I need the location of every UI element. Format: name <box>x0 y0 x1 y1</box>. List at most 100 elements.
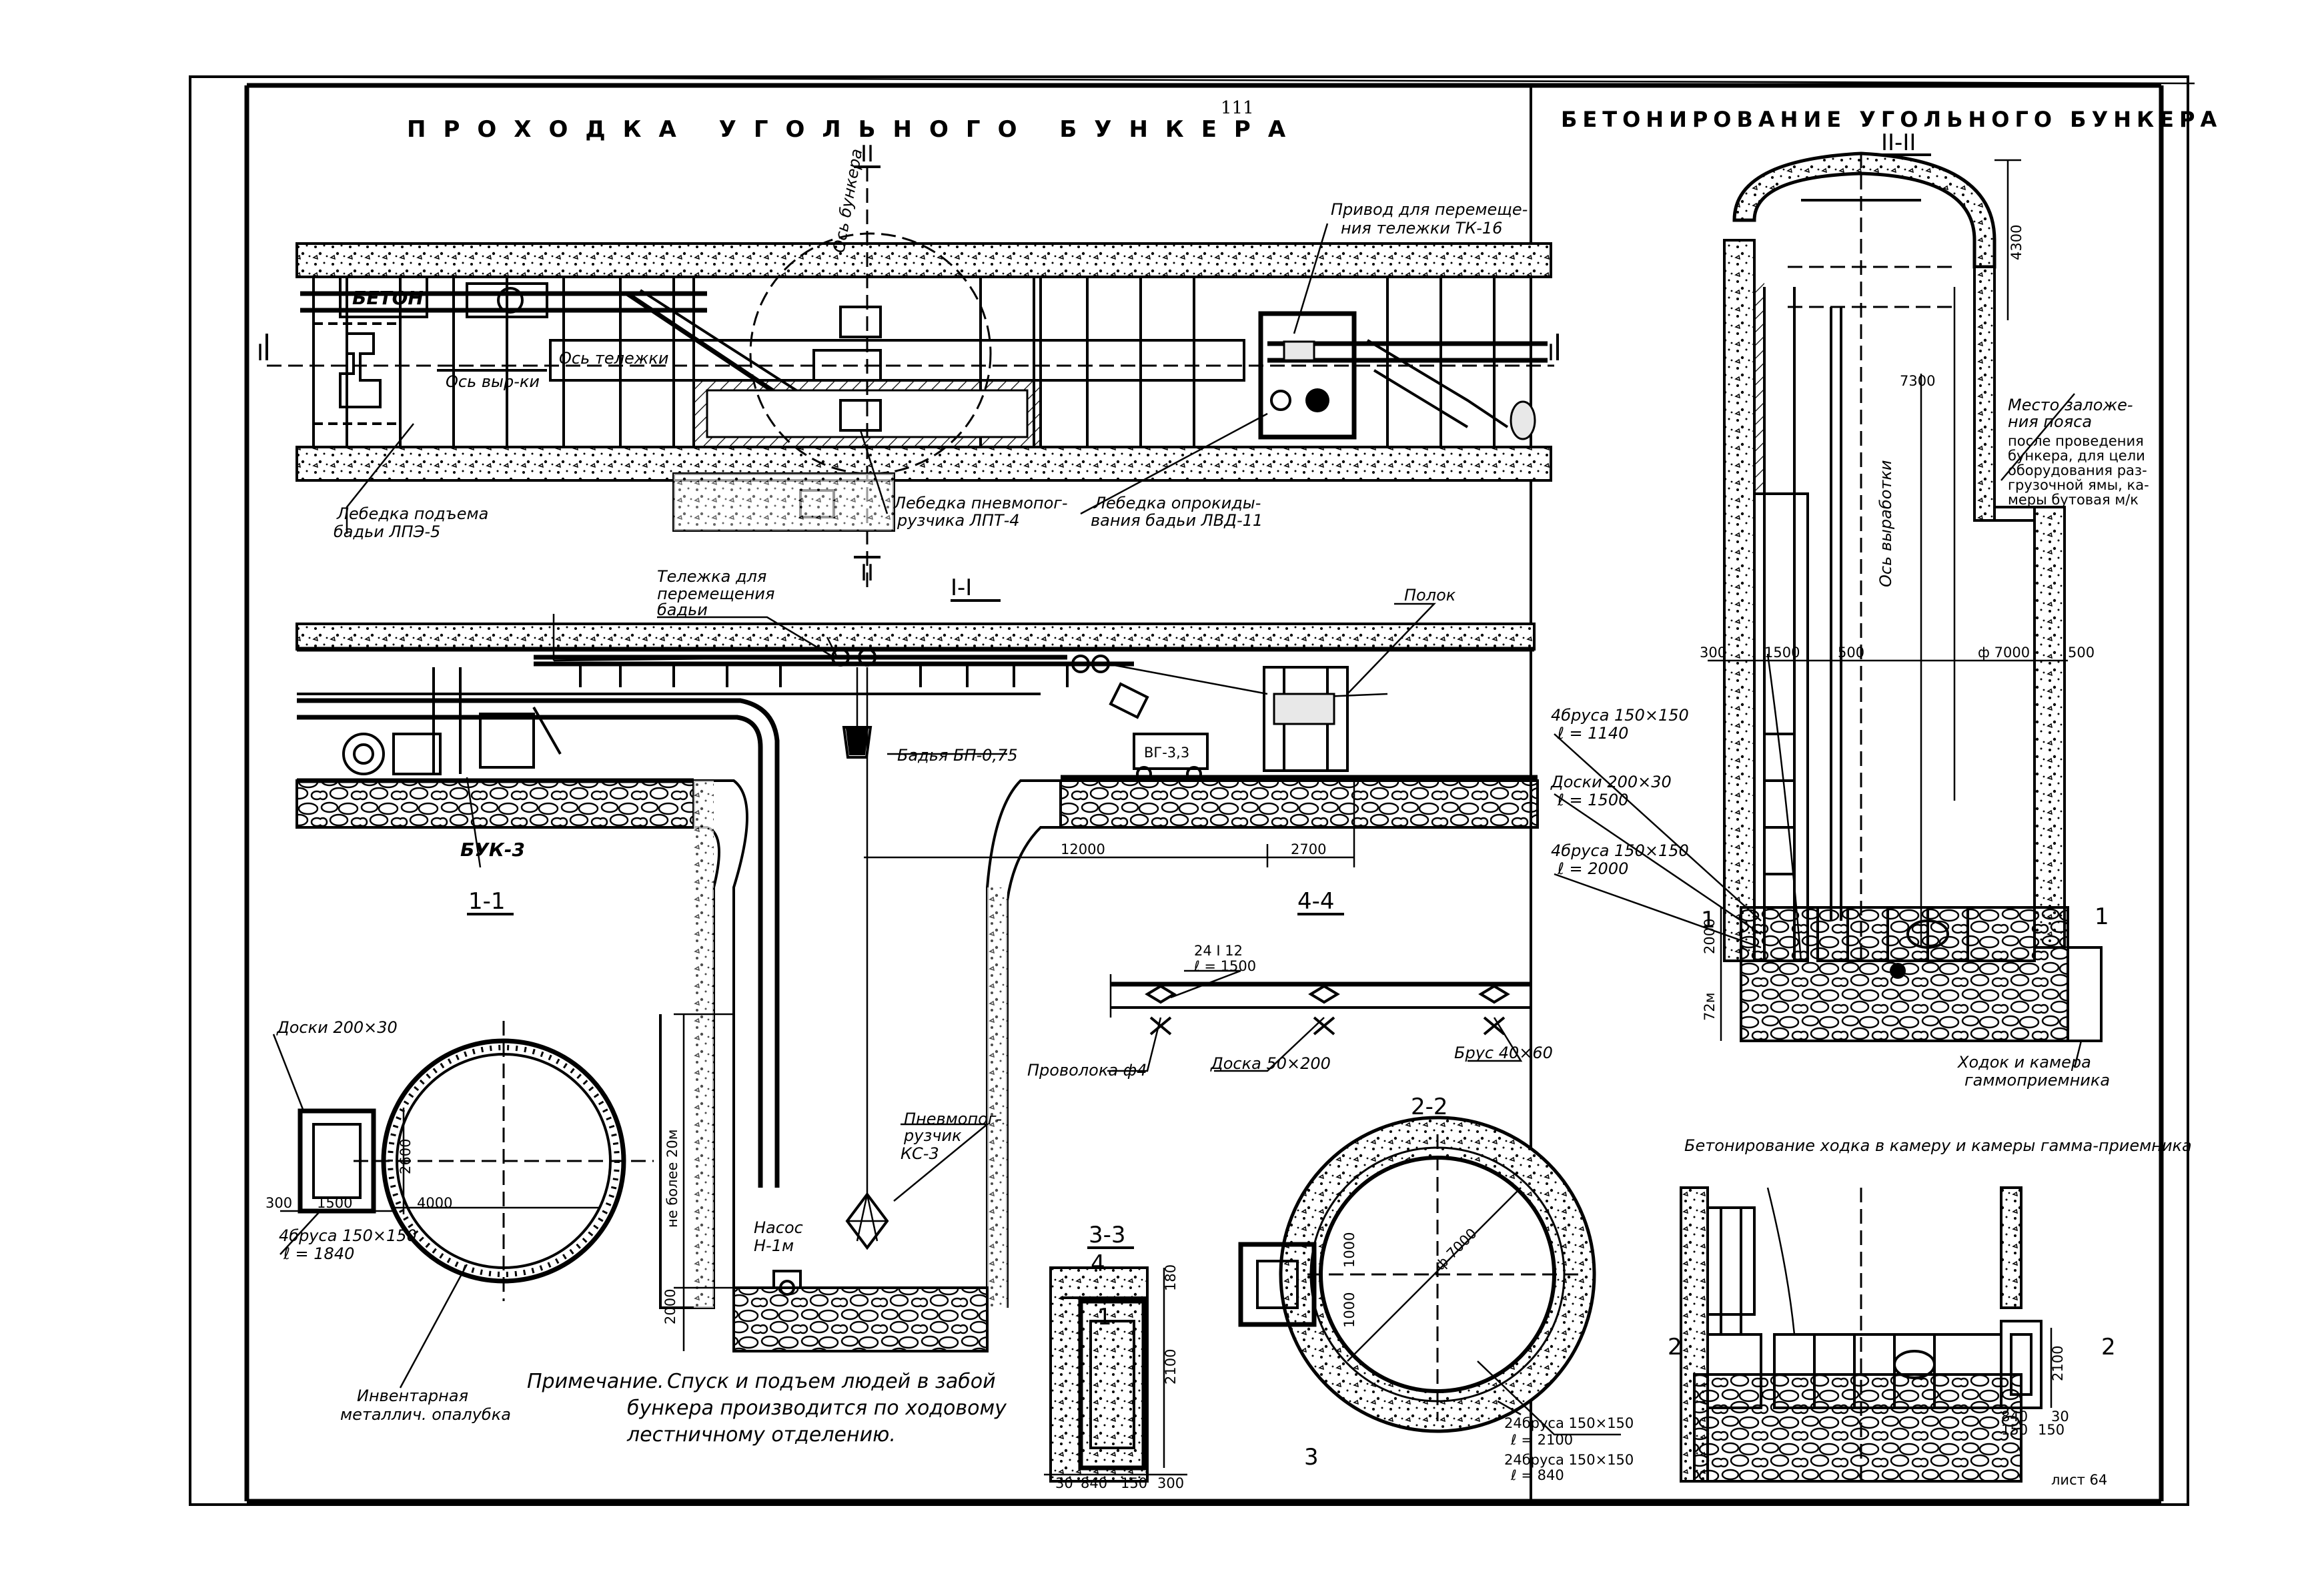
os-vyrabotki-label: Ось выработки <box>1876 460 1895 587</box>
dim-150-3-3: 150 <box>1121 1475 1147 1491</box>
lebedka-oprok-label-1: Лебедка опрокиды- <box>1093 494 1261 512</box>
section-3-3: 3-3 30 840 150 300 2100 180 4 1 <box>1044 1222 1187 1491</box>
dim-1500-left: 1500 <box>317 1195 352 1211</box>
doski-label-1-1: Доски 200×30 <box>276 1018 398 1037</box>
mesto-label-1: Место заложе- <box>2008 396 2133 414</box>
lebedka-pnevmo-label-2: рузчика ЛПТ-4 <box>897 511 1020 530</box>
section-I-I-labels: I-I Тележка для перемещения бадьи Полок … <box>460 567 1456 1255</box>
section-I-I-title: I-I <box>951 574 972 601</box>
section-mark-II-top: II <box>860 141 874 167</box>
dim-2700: 2700 <box>1291 841 1326 857</box>
l-1840-label: ℓ = 1840 <box>283 1244 354 1263</box>
dv-24-label: 24 I 12 <box>1194 943 1243 959</box>
page-number: 111 <box>1221 98 1254 118</box>
dim-4000: 4000 <box>417 1195 452 1211</box>
note-head: Примечание. <box>527 1370 664 1393</box>
dim-300-left: 300 <box>265 1195 292 1211</box>
dim-12000: 12000 <box>1061 841 1105 857</box>
note-block: Примечание. Спуск и подъем людей в забой… <box>527 1370 1007 1447</box>
inventarnaya-label-1: Инвентарная <box>357 1387 468 1405</box>
dim-840-chamber: 840 <box>2001 1409 2028 1425</box>
dim-1000-2-2: 1000 <box>1341 1232 1357 1268</box>
section-mark-I-left: I <box>257 340 263 366</box>
hodok-label-1: Ходок и камера <box>1956 1053 2091 1072</box>
dim-30-chamber: 30 <box>2051 1409 2069 1425</box>
section-I-I: ВГ-3,3 <box>296 603 1539 1352</box>
ne-bolee-label: не более 20м <box>664 1129 680 1228</box>
brus-2000-label-b: ℓ = 2000 <box>1557 859 1628 878</box>
section-mark-3: 3 <box>1304 1444 1319 1471</box>
brus-840-label-b: ℓ = 840 <box>1510 1467 1564 1483</box>
privod-label-2: ния тележки ТК-16 <box>1341 219 1502 238</box>
dim-2100-chamber: 2100 <box>2050 1346 2066 1381</box>
sheet-titles: ПРОХОДКА УГОЛЬНОГО БУНКЕРА БЕТОНИРОВАНИЕ… <box>407 98 2222 1488</box>
doska-50-200-label: Доска 50×200 <box>1210 1054 1331 1073</box>
dim-500-II-right: 500 <box>2068 645 2095 661</box>
dim-2100-3-3: 2100 <box>1163 1349 1179 1385</box>
pnevmo-label-2: рузчик <box>903 1126 962 1145</box>
os-telezhki-label: Ось тележки <box>559 349 668 368</box>
inventarnaya-label-2: металлич. опалубка <box>340 1405 511 1424</box>
dim-72m: 72м <box>1702 992 1718 1021</box>
dim-2000-shaft: 2000 <box>662 1289 678 1324</box>
buk-label: БУК-3 <box>460 839 525 861</box>
telezhka-label-2: перемещения <box>657 584 774 603</box>
pnevmo-label-3: КС-3 <box>901 1144 939 1163</box>
mesto-label-4: бункера, для цели <box>2008 448 2145 464</box>
vg-label: ВГ-3,3 <box>1144 745 1189 761</box>
dim-180-3-3: 180 <box>1163 1264 1179 1291</box>
section-2-2: 2-2 ф 7000 1000 1000 24бруса 150×150 ℓ =… <box>1238 1094 1634 1483</box>
section-II-II: II-II 4300 Ось выработки 7300 <box>1554 129 2109 1068</box>
section-mark-4: 4 <box>1091 1250 1105 1277</box>
dim-30-3-3: 30 <box>1055 1475 1073 1491</box>
lebedka-podema-label-1: Лебедка подъема <box>336 504 488 523</box>
title-right: БЕТОНИРОВАНИЕ УГОЛЬНОГО БУНКЕРА <box>1561 107 2222 132</box>
plan-labels: Привод для перемеще- ния тележки ТК-16 Л… <box>334 200 1528 541</box>
nasos-label-2: Н-1м <box>754 1236 794 1255</box>
section-mark-I-right: I <box>1548 340 1554 366</box>
telezhka-label-3: бадьи <box>657 601 708 619</box>
dim-300-II: 300 <box>1700 645 1726 661</box>
note-line-1: Спуск и подъем людей в забой <box>667 1370 996 1393</box>
note-line-2: бункера производится по ходовому <box>627 1397 1007 1420</box>
dim-2000-II: 2000 <box>1702 919 1718 954</box>
section-2-2-title: 2-2 <box>1411 1094 1448 1120</box>
section-4-4-title: 4-4 <box>1297 888 1335 915</box>
brus-2100-label-b: ℓ = 2100 <box>1510 1432 1573 1448</box>
mesto-label-5: оборудования раз- <box>2008 462 2147 478</box>
section-1-1-title: 1-1 <box>468 888 506 915</box>
brus-40-60-label: Брус 40×60 <box>1454 1044 1553 1062</box>
mesto-label-3: после проведения <box>2008 433 2144 449</box>
os-vyr-label: Ось выр-ки <box>446 372 540 391</box>
section-mark-1-right: 1 <box>2095 903 2109 930</box>
lebedka-oprok-label-2: вания бадьи ЛВД-11 <box>1091 511 1263 530</box>
polok-label: Полок <box>1404 586 1456 605</box>
title-left: ПРОХОДКА УГОЛЬНОГО БУНКЕРА <box>407 116 1303 143</box>
sub-title-line: Бетонирование ходка в камеру и камеры га… <box>1684 1136 2192 1155</box>
note-line-3: лестничному отделению. <box>626 1423 896 1447</box>
lebedka-podema-label-2: бадьи ЛПЭ-5 <box>334 522 440 541</box>
hodok-label-2: гаммоприемника <box>1964 1071 2110 1090</box>
plan-view: БЕТОН Ось тележки Ось выр-ки Ось бункера <box>257 141 1559 587</box>
dim-2600: 2600 <box>398 1139 414 1174</box>
chamber-section: Бетонирование ходка в камеру и камеры га… <box>1668 1136 2192 1483</box>
pnevmo-label-1: Пневмопог- <box>904 1110 1002 1128</box>
section-II-II-title: II-II <box>1881 129 1916 156</box>
section-II-II-labels: Место заложе- ния пояса после проведения… <box>1550 396 2149 1090</box>
section-1-1: 1-1 300 1500 4000 2600 Доски 200×30 4бру… <box>265 888 654 1424</box>
dim-7000-II: ф 7000 <box>1978 645 2030 661</box>
section-mark-2-right: 2 <box>2101 1334 2116 1360</box>
beton-label: БЕТОН <box>352 287 424 309</box>
section-mark-II-bottom: II <box>860 560 874 586</box>
mesto-label-7: меры бутовая м/к <box>2008 492 2139 508</box>
section-mark-1-3-3: 1 <box>1097 1304 1112 1330</box>
mesto-label-2: ния пояса <box>2008 412 2092 431</box>
sheet-frame <box>189 75 2195 1506</box>
nasos-label-1: Насос <box>754 1218 803 1237</box>
privod-label-1: Привод для перемеще- <box>1331 200 1528 219</box>
lebedka-pnevmo-label-1: Лебедка пневмопог- <box>893 494 1068 512</box>
brus-2000-label-a: 4бруса 150×150 <box>1551 841 1689 860</box>
sheet-label: лист 64 <box>2051 1472 2107 1488</box>
section-4-4: 4-4 24 I 12 ℓ = 1500 Проволока ф4 Доска … <box>1027 888 1553 1080</box>
